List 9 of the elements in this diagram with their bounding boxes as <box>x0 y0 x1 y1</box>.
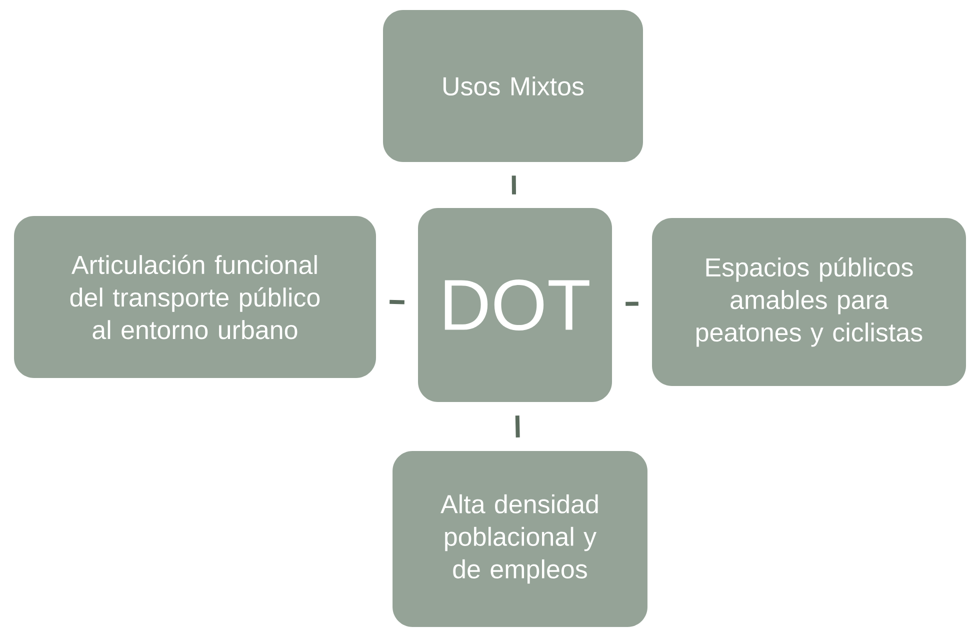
concept-box: Espacios públicos amables para peatones y ciclistas <box>652 218 966 386</box>
concept-box: DOT <box>418 208 612 402</box>
connector-line <box>515 416 520 438</box>
concept-box: Articulación funcional del transporte público al entorno urbano <box>14 216 376 378</box>
connector-line <box>390 300 404 304</box>
concept-box: Usos Mixtos <box>383 10 643 162</box>
connector-line <box>626 302 638 306</box>
connector-line <box>512 176 516 194</box>
concept-box: Alta densidad poblacional y de empleos <box>392 451 648 627</box>
